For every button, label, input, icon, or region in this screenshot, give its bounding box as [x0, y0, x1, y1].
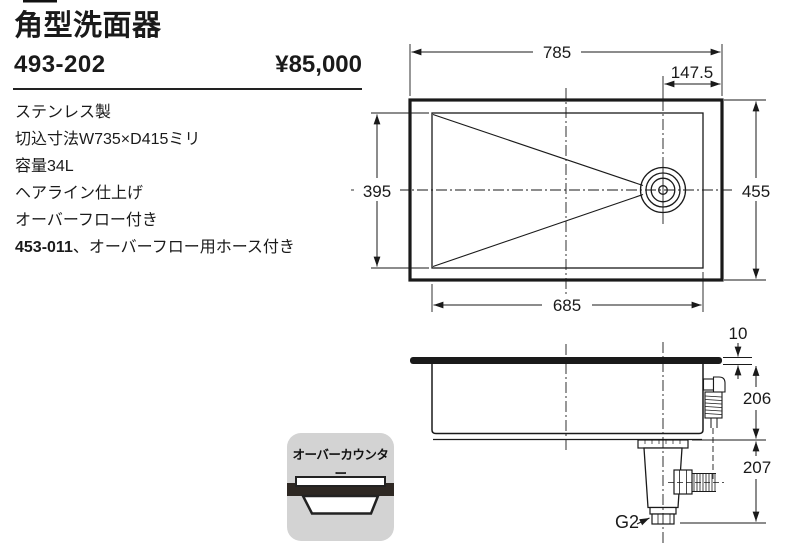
thread-label-g2: G2 [615, 512, 639, 532]
dim-label-685: 685 [553, 296, 581, 315]
rim-dimension [723, 343, 752, 379]
dim-label-395: 395 [363, 182, 391, 201]
basin-body [431, 364, 704, 435]
product-price: ¥85,000 [275, 51, 362, 78]
extension-lines [371, 44, 766, 312]
accessory-model-number: 453-011 [15, 239, 73, 256]
spec-line-accessory: 453-011、オーバーフロー用ホース付き [15, 234, 295, 261]
spec-line-finish: ヘアライン仕上げ [15, 185, 144, 202]
side-view-drawing: 10 206 207 G2 [410, 324, 780, 543]
dim-label-206: 206 [743, 389, 771, 408]
top-view-drawing: 785 147.5 455 395 685 [351, 43, 779, 315]
dim-label-207: 207 [743, 458, 771, 477]
over-counter-icon [287, 476, 394, 515]
page-title: 角型洗面器 [14, 10, 162, 42]
counter-rim-bar [410, 357, 722, 364]
label-backplates [734, 387, 780, 479]
bowl-slope-line [432, 113, 644, 187]
dim-label-785: 785 [543, 43, 571, 62]
sink-bowl-edge [431, 112, 704, 269]
spec-list: ステンレス製 切込寸法W735×D415ミリ 容量34L ヘアライン仕上げ オー… [15, 99, 295, 261]
header-divider [13, 88, 362, 90]
spec-line-overflow: オーバーフロー付き [15, 212, 158, 229]
centerlines [565, 342, 664, 543]
g2-leader-arrow [636, 517, 650, 526]
mounting-type-badge: オーバーカウンター [287, 433, 394, 541]
bowl-slope-line [432, 193, 644, 268]
page-crop-artifact [23, 0, 57, 3]
dim-label-147-5: 147.5 [671, 63, 714, 82]
overflow-fitting [702, 376, 726, 480]
spec-line-capacity: 容量34L [15, 158, 74, 175]
spec-line-material: ステンレス製 [15, 104, 112, 121]
accessory-note: 、オーバーフロー用ホース付き [72, 239, 295, 256]
dim-label-455: 455 [742, 182, 770, 201]
product-model-number: 493-202 [14, 51, 106, 78]
label-backplates [354, 43, 779, 314]
dim-label-10: 10 [729, 324, 748, 343]
spec-line-cutout: 切込寸法W735×D415ミリ [15, 131, 201, 148]
drain-trap [637, 439, 724, 525]
centerlines [351, 76, 734, 296]
